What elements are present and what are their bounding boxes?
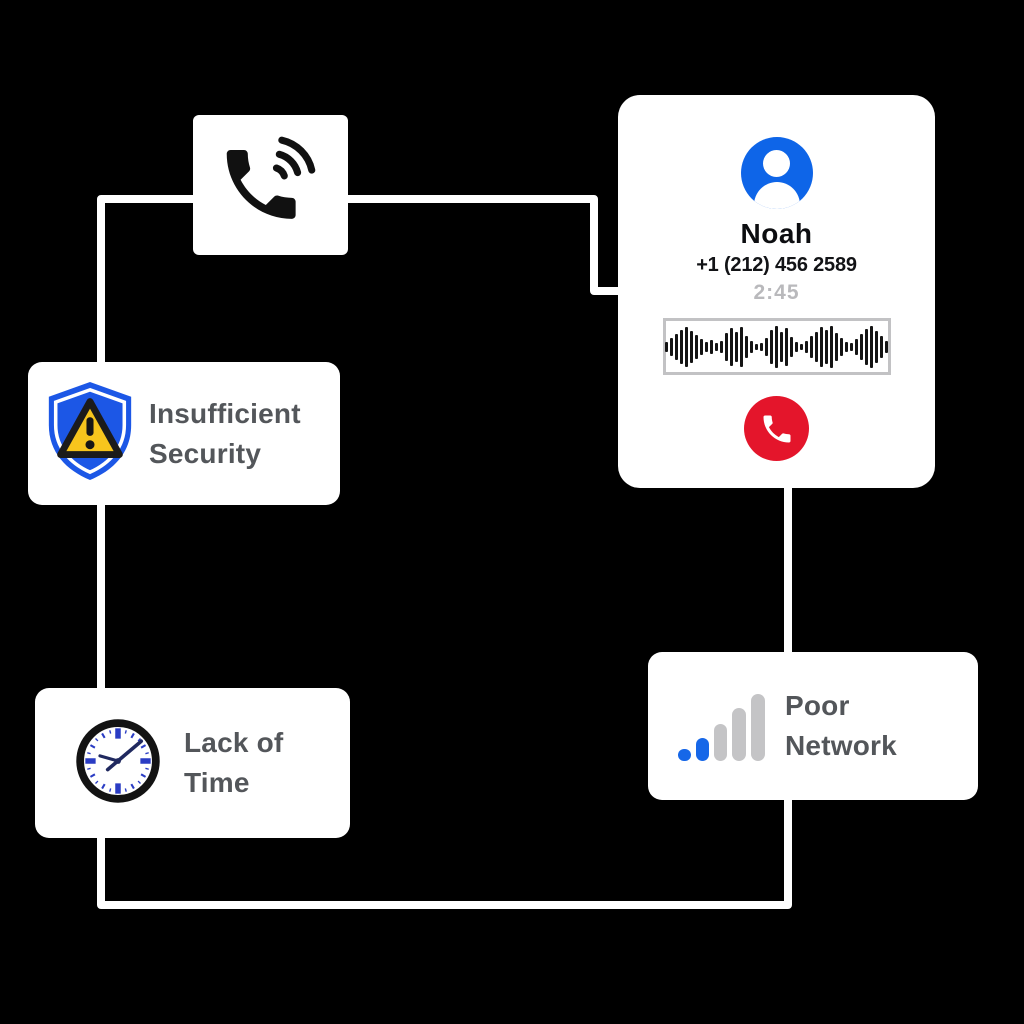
issue-label-poor-network: Poor Network — [785, 690, 897, 761]
security-shield-warning-icon — [41, 380, 139, 487]
issue-card-insufficient-security: Insufficient Security — [28, 362, 340, 505]
incoming-call-card: Noah +1 (212) 456 2589 2:45 — [618, 95, 935, 488]
person-avatar-icon — [740, 137, 813, 209]
phone-call-node — [193, 115, 348, 255]
signal-bars-icon — [678, 691, 765, 761]
phone-number: +1 (212) 456 2589 — [696, 254, 857, 276]
call-duration: 2:45 — [753, 281, 800, 304]
end-call-button[interactable] — [744, 396, 809, 461]
clock-icon — [75, 718, 161, 809]
call-waveform — [662, 318, 891, 375]
ringing-phone-icon — [212, 131, 330, 240]
issue-card-lack-of-time: Lack of Time — [35, 688, 350, 838]
issue-label-lack-of-time: Lack of Time — [184, 727, 284, 798]
end-call-handset-icon — [759, 411, 795, 447]
contact-name: Noah — [740, 218, 813, 249]
issue-label-insufficient-security: Insufficient Security — [149, 397, 301, 469]
issue-card-poor-network: Poor Network — [648, 652, 978, 800]
